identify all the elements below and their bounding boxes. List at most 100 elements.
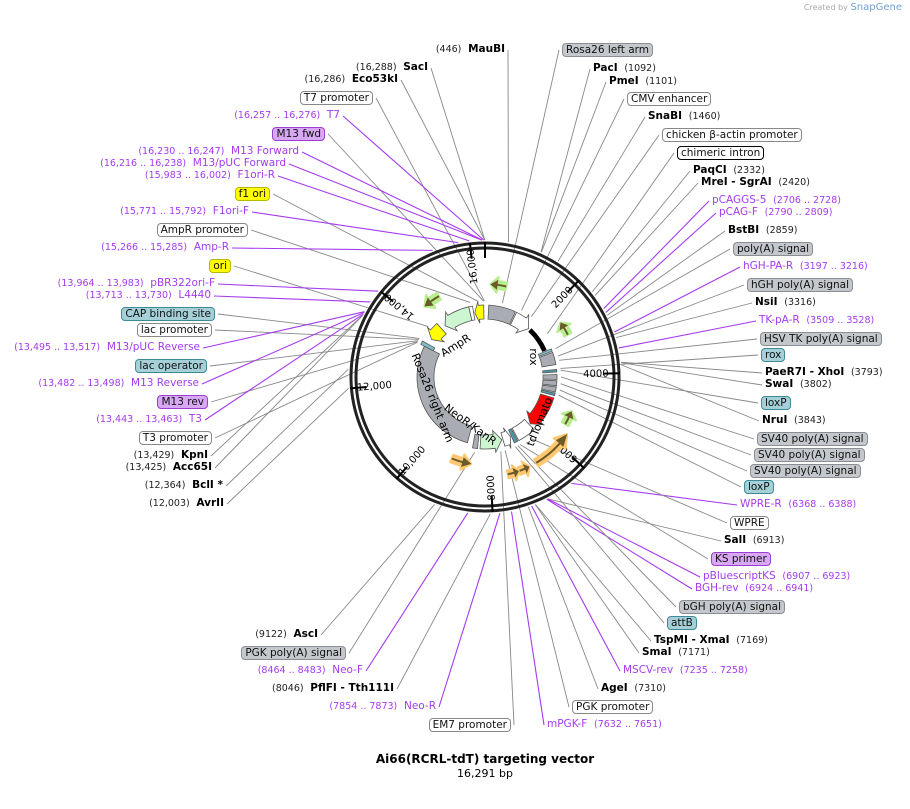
primer-label[interactable]: (15,983 .. 16,002) F1ori-R — [145, 169, 275, 182]
feature-label[interactable]: bGH poly(A) signal — [679, 600, 786, 614]
primer-label[interactable]: pBluescriptKS (6907 .. 6923) — [703, 570, 850, 583]
feature-arc[interactable] — [487, 304, 516, 325]
feature-label[interactable]: chimeric intron — [677, 146, 765, 160]
feature-arc[interactable] — [542, 374, 558, 380]
primer-label[interactable]: (16,216 .. 16,238) M13/pUC Forward — [100, 157, 286, 170]
feature-arc[interactable] — [538, 351, 557, 368]
feature-arc[interactable] — [426, 322, 447, 343]
primer-label[interactable]: (7854 .. 7873) Neo-R — [329, 700, 436, 713]
primer-label[interactable]: mPGK-F (7632 .. 7651) — [547, 718, 662, 731]
restriction-site-label[interactable]: PmeI (1101) — [609, 75, 677, 88]
feature-label[interactable]: KS primer — [711, 552, 771, 566]
restriction-site-label[interactable]: PacI (1092) — [593, 62, 656, 75]
feature-arc[interactable] — [500, 427, 512, 449]
primer-label[interactable]: (16,257 .. 16,276) T7 — [234, 109, 340, 122]
feature-arc[interactable] — [542, 369, 558, 374]
feature-label[interactable]: f1 ori — [234, 187, 270, 201]
restriction-site-label[interactable]: PaqCI (2332) — [693, 164, 765, 177]
feature-label[interactable]: lac operator — [135, 359, 207, 373]
restriction-site-label[interactable]: (13,425) Acc65I — [126, 461, 212, 474]
feature-arc[interactable] — [508, 428, 519, 444]
feature-arc[interactable] — [537, 348, 553, 357]
feature-arc[interactable] — [479, 429, 503, 454]
primer-label[interactable]: (15,266 .. 15,285) Amp-R — [101, 241, 229, 254]
feature-label[interactable]: PGK promoter — [572, 700, 654, 714]
restriction-site-label[interactable]: SnaBI (1460) — [648, 110, 720, 123]
restriction-site-label[interactable]: (12,003) AvrII — [149, 497, 224, 510]
feature-label[interactable]: HSV TK poly(A) signal — [760, 332, 882, 346]
feature-arc[interactable] — [509, 311, 530, 334]
restriction-site-label[interactable]: (9122) AscI — [255, 628, 318, 641]
feature-label[interactable]: hGH poly(A) signal — [747, 278, 854, 292]
feature-label[interactable]: rox — [761, 348, 786, 362]
feature-label[interactable]: attB — [667, 616, 697, 630]
primer-label[interactable]: (13,482 .. 13,498) M13 Reverse — [38, 377, 199, 390]
primer-label[interactable]: (13,495 .. 13,517) M13/pUC Reverse — [14, 341, 200, 354]
feature-arc[interactable] — [541, 384, 557, 393]
feature-arc[interactable] — [444, 306, 473, 332]
feature-arc[interactable] — [528, 328, 547, 352]
primer-label[interactable]: hGH-PA-R (3197 .. 3216) — [743, 260, 868, 273]
feature-arc[interactable] — [420, 340, 436, 352]
feature-label[interactable]: WPRE — [730, 516, 769, 530]
restriction-site-label[interactable]: (446) MauBI — [436, 43, 505, 56]
feature-label[interactable]: SV40 poly(A) signal — [754, 448, 865, 462]
feature-label[interactable]: M13 rev — [157, 395, 208, 409]
position-text: (7310) — [634, 683, 666, 694]
restriction-site-label[interactable]: NruI (3843) — [762, 414, 826, 427]
feature-arc[interactable] — [472, 433, 480, 450]
position-text: (13,482 .. 13,498) — [38, 378, 125, 389]
primer-label[interactable]: TK-pA-R (3509 .. 3528) — [759, 314, 874, 327]
restriction-site-label[interactable]: (16,286) Eco53kI — [305, 73, 398, 86]
primer-label[interactable]: BGH-rev (6924 .. 6941) — [695, 582, 813, 595]
feature-label[interactable]: CMV enhancer — [627, 92, 712, 106]
feature-label[interactable]: T7 promoter — [299, 91, 373, 105]
restriction-site-label[interactable]: SwaI (3802) — [765, 378, 832, 391]
leader-line — [560, 376, 755, 440]
feature-arc[interactable] — [526, 393, 555, 426]
restriction-site-label[interactable]: SmaI (7171) — [642, 646, 710, 659]
primer-label[interactable]: pCAG-F (2790 .. 2809) — [719, 206, 833, 219]
feature-label[interactable]: T3 promoter — [138, 431, 212, 445]
restriction-site-label[interactable]: PaeR7I - XhoI (3793) — [765, 366, 883, 379]
feature-arc[interactable] — [511, 418, 535, 442]
restriction-site-label[interactable]: NsiI (3316) — [755, 296, 816, 309]
restriction-site-label[interactable]: (13,429) KpnI — [134, 449, 208, 462]
leader-line — [530, 134, 660, 318]
primer-label[interactable]: (13,713 .. 13,730) L4440 — [86, 289, 211, 302]
restriction-site-label[interactable]: (8046) PflFI - Tth111I — [272, 682, 394, 695]
primer-label[interactable]: pCAGGS-5 (2706 .. 2728) — [712, 194, 841, 207]
restriction-site-label[interactable]: (12,364) BclI * — [145, 479, 223, 492]
restriction-site-label[interactable]: TspMI - XmaI (7169) — [654, 634, 768, 647]
primer-label[interactable]: (13,443 .. 13,463) T3 — [96, 413, 202, 426]
feature-label[interactable]: AmpR promoter — [156, 223, 248, 237]
feature-label[interactable]: CAP binding site — [121, 307, 215, 321]
feature-label[interactable]: lac promoter — [136, 323, 212, 337]
primer-label[interactable]: MSCV-rev (7235 .. 7258) — [623, 664, 748, 677]
restriction-site-label[interactable]: SalI (6913) — [724, 534, 784, 547]
feature-label[interactable]: ori — [209, 259, 231, 273]
primer-label[interactable]: WPRE-R (6368 .. 6388) — [740, 498, 856, 511]
restriction-site-label[interactable]: (16,288) SacI — [356, 61, 428, 74]
feature-label[interactable]: chicken β-actin promoter — [662, 128, 802, 142]
feature-label[interactable]: Rosa26 left arm — [562, 43, 653, 57]
feature-label[interactable]: EM7 promoter — [428, 718, 511, 732]
feature-label[interactable]: loxP — [761, 396, 791, 410]
restriction-site-label[interactable]: MreI - SgrAI (2420) — [701, 176, 810, 189]
feature-arc[interactable] — [474, 301, 485, 324]
restriction-site-label[interactable]: BstBI (2859) — [728, 224, 797, 237]
feature-label[interactable]: PGK poly(A) signal — [241, 646, 346, 660]
feature-arc[interactable] — [540, 389, 556, 397]
feature-label[interactable]: M13 fwd — [272, 127, 325, 141]
restriction-site-label[interactable]: AgeI (7310) — [601, 682, 666, 695]
primer-label[interactable]: (13,964 .. 13,983) pBR322ori-F — [58, 277, 215, 290]
feature-arc[interactable] — [468, 305, 476, 321]
primer-label[interactable]: (16,230 .. 16,247) M13 Forward — [138, 145, 299, 158]
primer-label[interactable]: (8464 .. 8483) Neo-F — [258, 664, 363, 677]
feature-label[interactable]: poly(A) signal — [733, 242, 813, 256]
feature-arc[interactable] — [542, 379, 558, 387]
feature-label[interactable]: SV40 poly(A) signal — [750, 464, 861, 478]
feature-label[interactable]: SV40 poly(A) signal — [757, 432, 868, 446]
primer-label[interactable]: (15,771 .. 15,792) F1ori-F — [120, 205, 249, 218]
feature-label[interactable]: loxP — [744, 480, 774, 494]
